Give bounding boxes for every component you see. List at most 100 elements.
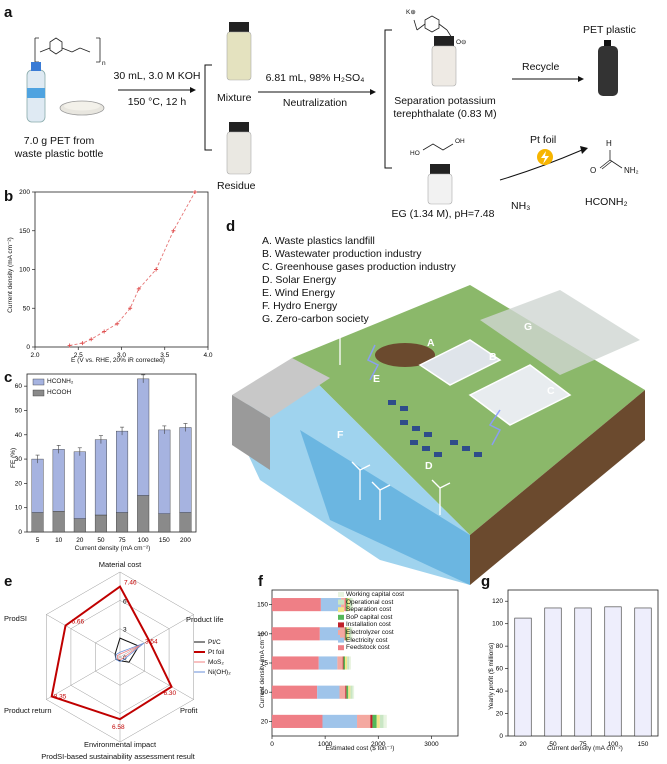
o-minus-1: O⊖ [456,39,467,46]
chart-c-ytick-label: 50 [15,407,23,414]
chart-b-point [154,267,159,272]
step2-conditions-bottom: Neutralization [282,97,348,109]
mixture-vial-icon [226,22,252,81]
radar-legend-ptc: Pt/C [208,639,221,646]
chart-f-bar-segment [345,656,348,670]
chart-g-bar [634,607,652,737]
chart-f-bar-segment [317,685,340,699]
radar-value-label: 6.30 [164,690,177,697]
radar-ring [46,571,194,743]
formamide-o: O [590,166,597,175]
radar-series-0 [114,637,140,663]
chart-c-xtick-label: 20 [76,537,84,544]
chart-f-legend-item: Electrolyzer cost [346,628,394,636]
radar-value-label: 8.35 [54,693,67,700]
panel-d-item: F. Hydro Energy [262,300,338,312]
residue-label: Residue [217,180,256,192]
scene-label-b: B [489,351,497,363]
chart-g-ylabel: Yearly profit ($ millions) [488,642,495,710]
scene-label-d: D [425,460,433,472]
chart-b-ytick-label: 150 [19,228,30,235]
chart-c-bar-hconh2 [116,430,129,513]
petri-dish-icon [59,100,105,116]
chart-g-ytick-label: 0 [499,733,503,740]
chart-g-ytick-label: 120 [492,598,503,605]
chart-c-bar-hconh2 [179,427,192,513]
eg-vial-icon [427,164,453,205]
chart-c-ytick-label: 40 [15,432,23,439]
chart-c-xtick-label: 5 [36,537,40,544]
radar-axis-label: Product return [4,706,52,715]
radar-ring-label: 0 [123,655,127,662]
radar-legend-nioh2: Ni(OH)₂ [208,669,231,676]
chart-b-ylabel: Current density (mA cm⁻²) [7,237,14,313]
start-label-2: waste plastic bottle [14,148,104,160]
chart-f-legend-item: Separation cost [346,606,392,614]
radar-legend-ptfoil: Pt foil [208,649,225,656]
radar-ring [95,628,145,686]
chart-c-xtick-label: 75 [118,537,126,544]
radar-caption: ProdSI-based sustainability assessment r… [41,752,195,761]
panel-d-item: A. Waste plastics landfill [262,235,375,247]
chart-c-xtick-label: 200 [180,537,191,544]
step2-conditions-top: 6.81 mL, 98% H₂SO₄ [265,72,365,84]
chart-c-legend-hconh2: HCONH₂ [47,378,74,385]
chart-f-bar-segment [272,685,318,699]
mixture-label: Mixture [217,92,252,104]
chart-b-ytick-label: 0 [26,344,30,351]
panel-c-letter: c [4,369,13,386]
chart-c-bar-hcooh [158,513,171,533]
chart-b-point [102,329,107,334]
chart-c-bar-hcooh [179,512,192,533]
chart-c-bar-hconh2 [31,458,44,513]
chart-c-legend-swatch-hcooh [32,389,45,397]
panel-d-legend: A. Waste plastics landfill B. Wastewater… [262,235,456,326]
chart-b-point [171,228,176,233]
formamide-h: H [606,139,612,148]
chart-c-ylabel: FE (%) [10,447,17,468]
chart-g-ytick-label: 40 [496,688,504,695]
chart-f-legend-item: BoP capital cost [346,613,393,621]
chart-f-ytick-label: 150 [257,602,268,609]
chart-c-xtick-label: 50 [97,537,105,544]
chart-b-xlabel: E (V vs. RHE, 20% iR corrected) [71,357,165,364]
scene-label-e: E [373,373,381,385]
product1-line2: terephthalate (0.83 M) [393,108,497,120]
radar-value-label: 6.66 [72,619,85,626]
chart-f-bar-segment [272,627,320,641]
chart-f-bar-segment [272,656,319,670]
chart-c-legend-hcooh: HCOOH [47,389,72,396]
chart-f-bar-segment [322,714,358,728]
chart-b-frame [34,191,209,348]
chart-f-xlabel: Estimated cost ($ ton⁻¹) [325,745,395,752]
radar-spoke [119,656,194,700]
chart-f-bar-segment [343,656,346,670]
chart-f-xtick-label: 0 [270,741,274,748]
chart-c-xtick-label: 10 [55,537,63,544]
chart-g-xlabel: Current density (mA cm⁻²) [547,745,623,752]
chart-f-bar-segment [345,685,347,699]
pt-foil-label: Pt foil [530,134,557,146]
scene-label-a: A [427,337,435,349]
chart-f-bar-segment [349,656,351,670]
formamide-nh2: NH₂ [624,166,639,175]
chart-f-ylabel: Current density (mA cm⁻²) [259,632,266,708]
chart-g-bar [544,607,562,737]
chart-f-legend-item: Feedstock cost [346,644,390,652]
chart-b-point [80,341,85,346]
chart-g-bar [604,606,622,737]
chart-c-bar-hcooh [73,518,86,533]
radar-value-label: 7.46 [124,580,137,587]
radar-spoke [119,614,194,658]
chart-f-bar-segment [342,656,344,670]
radar-ring-label: 3 [123,627,127,634]
panel-f-letter: f [258,573,263,590]
eg-label: EG (1.34 M), pH=7.48 [391,208,495,220]
radar-spoke [46,614,121,658]
chart-f-bar-segment [383,714,387,728]
chart-c-xtick-label: 100 [138,537,149,544]
